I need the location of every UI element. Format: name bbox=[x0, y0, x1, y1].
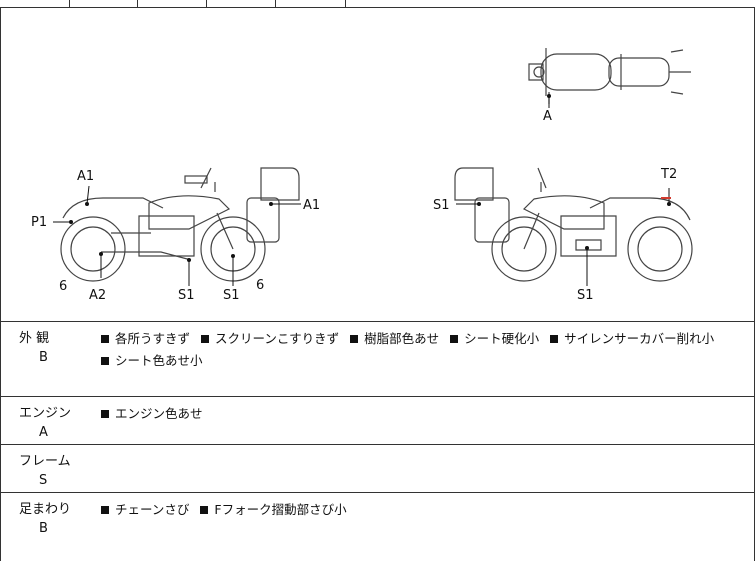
label-top-a: A bbox=[543, 109, 552, 124]
note-item: エンジン色あせ bbox=[101, 406, 203, 421]
bullet-square-icon bbox=[101, 357, 109, 365]
note-item: スクリーンこすりきず bbox=[201, 331, 339, 346]
row-category: 足まわり bbox=[19, 502, 72, 517]
motorcycle-drawings: A A1 P1 A1 6 A2 S1 S1 6 T2 S1 S1 bbox=[31, 48, 693, 303]
notes-line: 各所うすきず スクリーンこすりきず 樹脂部色あせ シート硬化小 サイレンサーカバ… bbox=[101, 328, 721, 350]
condition-row-engine: エンジン A エンジン色あせ bbox=[0, 397, 755, 445]
top-view-motorcycle bbox=[528, 48, 691, 104]
label-a1: A1 bbox=[303, 198, 320, 213]
label-a1: A1 bbox=[77, 169, 94, 184]
left-view-motorcycle bbox=[60, 167, 300, 282]
row-grade: S bbox=[39, 473, 48, 488]
label-s1: S1 bbox=[223, 288, 240, 303]
label-t2: T2 bbox=[660, 167, 677, 182]
condition-row-frame: フレーム S bbox=[0, 445, 755, 493]
row-category: フレーム bbox=[19, 454, 71, 469]
bullet-square-icon bbox=[101, 410, 109, 418]
note-item: Fフォーク摺動部さび小 bbox=[200, 502, 347, 517]
note-item: 各所うすきず bbox=[101, 331, 190, 346]
notes-line: シート色あせ小 bbox=[101, 350, 721, 372]
condition-row-exterior: 外 観 B 各所うすきず スクリーンこすりきず 樹脂部色あせ シート硬化小 サイ… bbox=[0, 322, 755, 397]
label-6: 6 bbox=[59, 279, 67, 294]
label-s1: S1 bbox=[433, 198, 450, 213]
label-6: 6 bbox=[256, 278, 264, 293]
bullet-square-icon bbox=[101, 335, 109, 343]
notes-line: エンジン色あせ bbox=[101, 403, 210, 425]
header-row-fragment bbox=[0, 0, 755, 8]
note-item: シート硬化小 bbox=[450, 331, 539, 346]
row-category: 外 観 bbox=[19, 331, 50, 346]
bullet-square-icon bbox=[350, 335, 359, 343]
note-item: 樹脂部色あせ bbox=[350, 331, 439, 346]
note-item: サイレンサーカバー削れ小 bbox=[550, 331, 714, 346]
row-grade: A bbox=[39, 425, 48, 440]
note-item: チェーンさび bbox=[101, 502, 189, 517]
notes-line: チェーンさび Fフォーク摺動部さび小 bbox=[101, 499, 354, 521]
row-notes: チェーンさび Fフォーク摺動部さび小 bbox=[101, 499, 354, 521]
row-category: エンジン bbox=[19, 406, 72, 421]
bullet-square-icon bbox=[450, 335, 459, 343]
row-notes: エンジン色あせ bbox=[101, 403, 210, 425]
right-view-motorcycle bbox=[454, 167, 693, 282]
condition-row-suspension: 足まわり B チェーンさび Fフォーク摺動部さび小 bbox=[0, 493, 755, 561]
bullet-square-icon bbox=[101, 506, 109, 514]
label-p1: P1 bbox=[31, 215, 47, 230]
bullet-square-icon bbox=[200, 506, 209, 514]
row-grade: B bbox=[39, 350, 48, 365]
bullet-square-icon bbox=[550, 335, 559, 343]
note-item: シート色あせ小 bbox=[101, 353, 203, 368]
motorcycle-diagram: A A1 P1 A1 6 A2 S1 S1 6 T2 S1 S1 bbox=[0, 8, 755, 322]
label-a2: A2 bbox=[89, 288, 106, 303]
label-s1: S1 bbox=[178, 288, 195, 303]
row-grade: B bbox=[39, 521, 48, 536]
row-notes: 各所うすきず スクリーンこすりきず 樹脂部色あせ シート硬化小 サイレンサーカバ… bbox=[101, 328, 721, 372]
label-s1: S1 bbox=[577, 288, 594, 303]
bullet-square-icon bbox=[201, 335, 209, 343]
